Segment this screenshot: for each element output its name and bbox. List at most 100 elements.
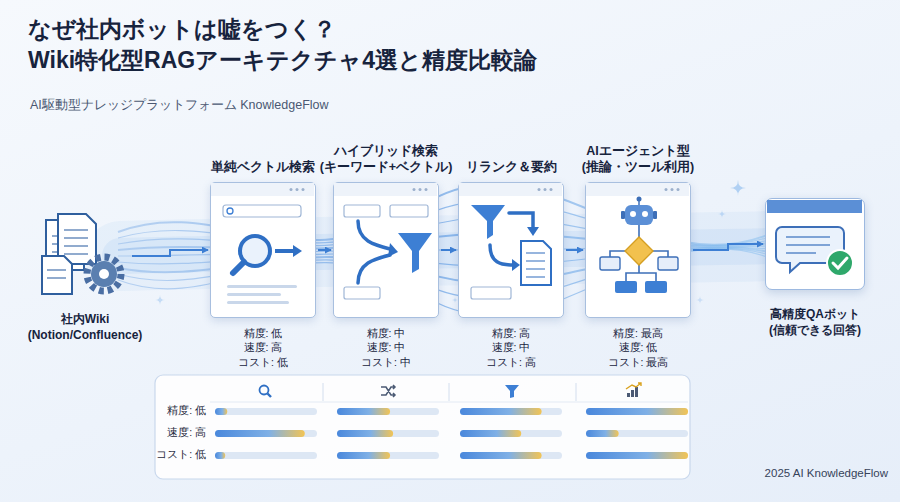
- gear-teeth: [87, 257, 121, 291]
- search-handle: [268, 394, 272, 398]
- sparkle: [696, 296, 704, 304]
- process-box: [615, 281, 637, 293]
- document-line: [526, 268, 545, 270]
- chart-icon: [626, 383, 641, 397]
- bar-track: [215, 408, 317, 415]
- chart-bar: [635, 387, 638, 397]
- bar-fill: [215, 408, 227, 415]
- node-caption: 高精度QAボット (信頼できる回答): [750, 307, 880, 339]
- metric-text: 精度: 最高: [593, 326, 683, 340]
- robot-antenna-tip: [637, 197, 642, 202]
- metric-text: 速度: 中: [466, 340, 556, 354]
- sparkle: [718, 210, 726, 218]
- robot-ear: [653, 211, 657, 219]
- shuffle-arrows: [381, 385, 395, 397]
- row-label: コスト: 低: [150, 448, 206, 462]
- flow-connector: [693, 244, 763, 250]
- wiki-illustration: [40, 212, 130, 300]
- window-dot: [538, 188, 541, 191]
- document-line: [47, 277, 66, 279]
- node-caption: 社内Wiki (Notion/Confluence): [5, 312, 165, 344]
- table-panel: [155, 375, 690, 479]
- search-lens: [260, 386, 269, 395]
- card-heading: ハイブリッド検索 (キーワード+ベクトル): [311, 143, 461, 176]
- bar-track: [586, 452, 688, 459]
- process-box: [658, 257, 678, 270]
- window-dot: [665, 188, 668, 191]
- bar-track: [460, 452, 562, 459]
- output-box: [471, 287, 511, 299]
- search-icon: [260, 386, 272, 398]
- merge-arrow: [358, 255, 390, 283]
- bar-track: [215, 452, 317, 459]
- arrow-shaft: [275, 249, 293, 253]
- window-dot: [671, 188, 674, 191]
- text-line: [227, 293, 281, 296]
- result-node: 高精度QAボット (信頼できる回答): [765, 198, 865, 290]
- bar-track: [337, 430, 439, 437]
- window-bar: [334, 183, 437, 196]
- metric-text: 精度: 低: [218, 326, 308, 340]
- funnel: [398, 233, 432, 273]
- window-bar: [767, 200, 862, 213]
- arrow-head: [512, 259, 520, 271]
- c1-illustration: [211, 183, 317, 319]
- robot-eye: [642, 211, 648, 217]
- table-divider: [323, 383, 324, 401]
- architecture-card: AIエージェント型 (推論・ツール利用)精度: 最高速度: 低コスト: 最高: [585, 182, 691, 318]
- title: なぜ社内ボットは嘘をつく？ Wiki特化型RAGアーキテクチャ4選と精度比較論: [28, 14, 588, 77]
- document-line: [64, 253, 88, 255]
- window-bar: [211, 183, 314, 196]
- sparkle: [730, 180, 746, 196]
- check-mark: [833, 258, 847, 268]
- bubble-line: [786, 236, 830, 238]
- metric-text: コスト: 中: [341, 355, 431, 369]
- document-line: [526, 252, 545, 254]
- document-line: [64, 237, 88, 239]
- metric-text: コスト: 低: [218, 355, 308, 369]
- arrow-head: [293, 245, 302, 257]
- metric-list: 精度: 高速度: 中コスト: 高: [466, 326, 556, 369]
- row-label: 速度: 高: [150, 426, 206, 440]
- table-divider: [576, 383, 577, 401]
- bar-track: [337, 452, 439, 459]
- flow-arrow: [509, 213, 533, 229]
- card-heading: AIエージェント型 (推論・ツール利用): [563, 143, 713, 176]
- subtitle: AI駆動型ナレッジプラットフォーム KnowledgeFlow: [30, 97, 450, 113]
- document-icon: [521, 241, 551, 285]
- metric-list: 精度: 中速度: 中コスト: 中: [341, 326, 431, 369]
- bubble-line: [786, 244, 830, 246]
- window-dot: [550, 188, 553, 191]
- metric-text: 速度: 高: [218, 340, 308, 354]
- chart-bar: [627, 393, 630, 397]
- node-label: 高精度QAボット (信頼できる回答): [750, 307, 880, 339]
- table-divider: [449, 383, 450, 401]
- metric-text: コスト: 最高: [593, 355, 683, 369]
- flow-connector: [132, 250, 208, 256]
- input-box: [344, 205, 380, 217]
- input-box: [344, 287, 380, 299]
- gear-body: [91, 261, 117, 287]
- document-line: [526, 276, 545, 278]
- window-dot: [413, 188, 416, 191]
- magnifier-handle: [233, 262, 244, 273]
- document-line: [47, 269, 66, 271]
- bar-track: [586, 430, 688, 437]
- bar-track: [586, 408, 688, 415]
- window-bar: [459, 183, 562, 196]
- bubble-line: [786, 252, 816, 254]
- bar-fill: [215, 452, 225, 459]
- window-dot: [544, 188, 547, 191]
- flow-arrow: [490, 245, 513, 265]
- bar-fill: [586, 452, 688, 459]
- window-dot: [425, 188, 428, 191]
- card-heading: リランク＆要約: [436, 159, 586, 175]
- check-circle: [827, 250, 853, 276]
- process-box: [600, 257, 620, 270]
- chart-bar: [631, 390, 634, 397]
- window-dot: [677, 188, 680, 191]
- sparkle: [155, 295, 165, 305]
- document-line: [64, 245, 88, 247]
